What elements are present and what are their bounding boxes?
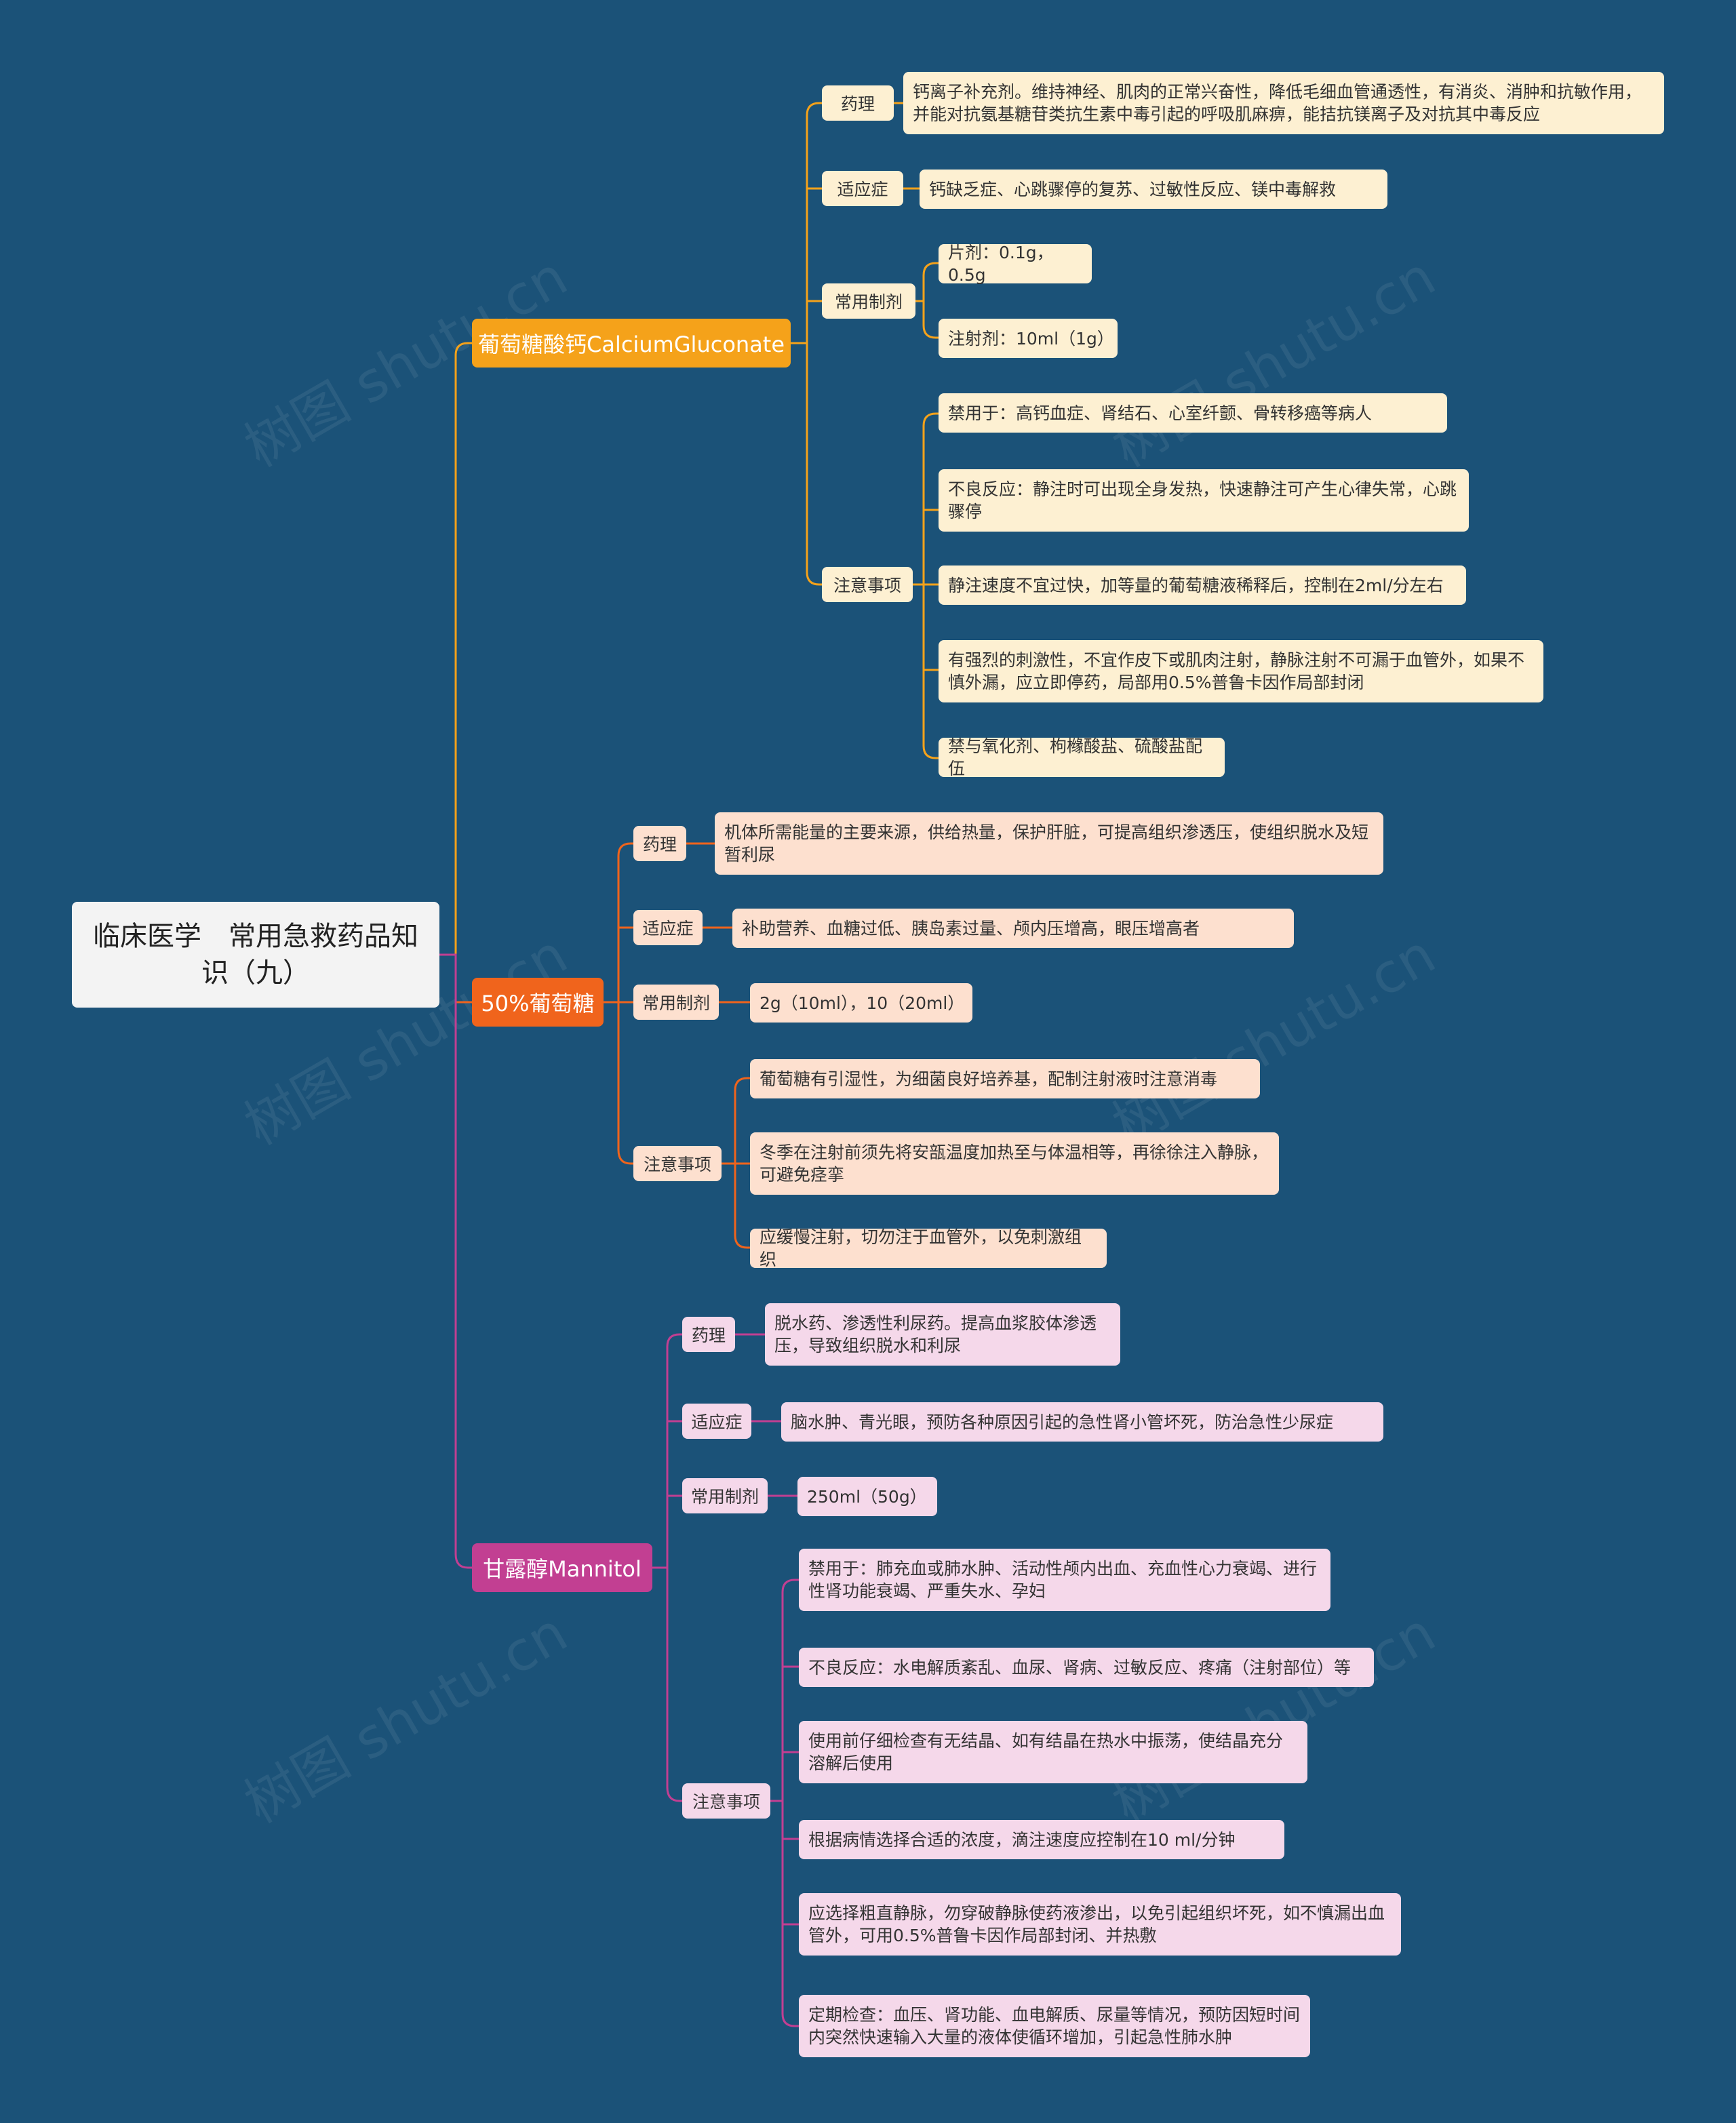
b1-precaution-item[interactable]: 禁用于：高钙血症、肾结石、心室纤颤、骨转移癌等病人 bbox=[939, 393, 1447, 433]
b2-pharmacology-label[interactable]: 药理 bbox=[633, 826, 686, 861]
b2-precaution-item[interactable]: 冬季在注射前须先将安瓿温度加热至与体温相等，再徐徐注入静脉，可避免痉挛 bbox=[750, 1132, 1279, 1195]
b1-formulation-label[interactable]: 常用制剂 bbox=[822, 283, 915, 319]
b1-precaution-item[interactable]: 有强烈的刺激性，不宜作皮下或肌肉注射，静脉注射不可漏于血管外，如果不慎外漏，应立… bbox=[939, 640, 1543, 702]
b2-precaution-item[interactable]: 应缓慢注射，切勿注于血管外，以免刺激组织 bbox=[750, 1227, 1107, 1269]
b3-formulation-item[interactable]: 250ml（50g） bbox=[797, 1477, 937, 1516]
connector-root-b1 bbox=[439, 342, 472, 956]
branch-mannitol[interactable]: 甘露醇Mannitol bbox=[472, 1543, 652, 1592]
b1-formulation-item[interactable]: 注射剂：10ml（1g） bbox=[939, 319, 1118, 358]
b1-precaution-item[interactable]: 禁与氧化剂、枸橼酸盐、硫酸盐配伍 bbox=[939, 736, 1225, 778]
b3-indication-text[interactable]: 脑水肿、青光眼，预防各种原因引起的急性肾小管坏死，防治急性少尿症 bbox=[781, 1402, 1383, 1442]
b3-precaution-item[interactable]: 使用前仔细检查有无结晶、如有结晶在热水中振荡，使结晶充分溶解后使用 bbox=[799, 1721, 1307, 1783]
b3-precaution-item[interactable]: 不良反应：水电解质紊乱、血尿、肾病、过敏反应、疼痛（注射部位）等 bbox=[799, 1648, 1374, 1687]
b2-formulation-item[interactable]: 2g（10ml），10（20ml） bbox=[750, 983, 972, 1023]
branch-glucose-50[interactable]: 50%葡萄糖 bbox=[472, 978, 604, 1027]
b1-precautions-label[interactable]: 注意事项 bbox=[822, 567, 913, 602]
root-topic[interactable]: 临床医学 常用急救药品知识（九） bbox=[72, 902, 439, 1008]
b1-pharmacology-label[interactable]: 药理 bbox=[822, 85, 894, 121]
b2-indication-text[interactable]: 补助营养、血糖过低、胰岛素过量、颅内压增高，眼压增高者 bbox=[732, 909, 1294, 948]
b2-indication-label[interactable]: 适应症 bbox=[633, 910, 703, 945]
b1-precaution-item[interactable]: 不良反应：静注时可出现全身发热，快速静注可产生心律失常，心跳骤停 bbox=[939, 469, 1469, 532]
b3-precaution-item[interactable]: 应选择粗直静脉，勿穿破静脉使药液渗出，以免引起组织坏死，如不慎漏出血管外，可用0… bbox=[799, 1893, 1401, 1956]
b2-precaution-item[interactable]: 葡萄糖有引湿性，为细菌良好培养基，配制注射液时注意消毒 bbox=[750, 1059, 1260, 1098]
branch-calcium-gluconate[interactable]: 葡萄糖酸钙CalciumGluconate bbox=[472, 319, 791, 368]
b1-precaution-item[interactable]: 静注速度不宜过快，加等量的葡萄糖液稀释后，控制在2ml/分左右 bbox=[939, 566, 1466, 605]
b3-pharmacology-text[interactable]: 脱水药、渗透性利尿药。提高血浆胶体渗透压，导致组织脱水和利尿 bbox=[765, 1303, 1120, 1366]
b1-pharmacology-text[interactable]: 钙离子补充剂。维持神经、肌肉的正常兴奋性，降低毛细血管通透性，有消炎、消肿和抗敏… bbox=[903, 72, 1664, 134]
b1-formulation-item[interactable]: 片剂：0.1g，0.5g bbox=[939, 243, 1092, 285]
b3-precaution-item[interactable]: 定期检查：血压、肾功能、血电解质、尿量等情况，预防因短时间内突然快速输入大量的液… bbox=[799, 1995, 1310, 2057]
b1-indication-text[interactable]: 钙缺乏症、心跳骤停的复苏、过敏性反应、镁中毒解救 bbox=[920, 170, 1387, 209]
b3-precautions-label[interactable]: 注意事项 bbox=[682, 1783, 770, 1819]
b1-indication-label[interactable]: 适应症 bbox=[822, 171, 903, 206]
b2-pharmacology-text[interactable]: 机体所需能量的主要来源，供给热量，保护肝脏，可提高组织渗透压，使组织脱水及短暂利… bbox=[715, 812, 1383, 875]
b3-indication-label[interactable]: 适应症 bbox=[682, 1404, 751, 1439]
b2-precautions-label[interactable]: 注意事项 bbox=[633, 1146, 722, 1181]
b3-formulation-label[interactable]: 常用制剂 bbox=[682, 1478, 768, 1513]
b3-pharmacology-label[interactable]: 药理 bbox=[682, 1317, 735, 1352]
b3-precaution-item[interactable]: 禁用于：肺充血或肺水肿、活动性颅内出血、充血性心力衰竭、进行性肾功能衰竭、严重失… bbox=[799, 1549, 1330, 1611]
connector-root-b3 bbox=[439, 953, 472, 1569]
b3-precaution-item[interactable]: 根据病情选择合适的浓度，滴注速度应控制在10 ml/分钟 bbox=[799, 1820, 1284, 1859]
b2-formulation-label[interactable]: 常用制剂 bbox=[633, 985, 719, 1020]
